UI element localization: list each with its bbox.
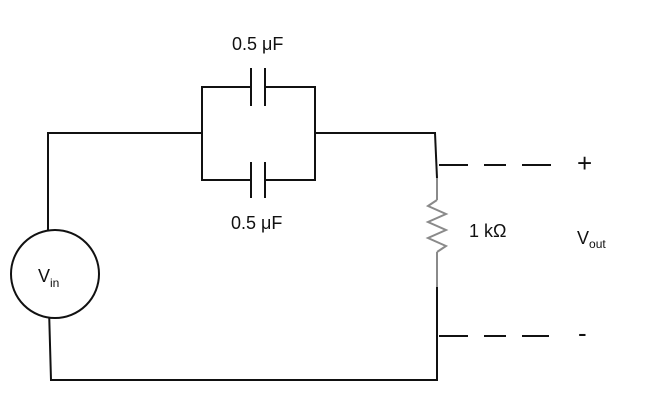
voltage-source-label: Vin bbox=[38, 266, 59, 290]
output-voltage-label: Vout bbox=[577, 228, 606, 251]
output-voltage-symbol: V bbox=[577, 228, 589, 248]
capacitor-bottom-label: 0.5 μF bbox=[231, 213, 282, 233]
output-negative-label: - bbox=[578, 318, 587, 348]
output-positive-label: + bbox=[577, 148, 592, 178]
capacitor-bottom bbox=[201, 162, 316, 198]
wire-left-lower bbox=[47, 307, 53, 382]
wire-right-upper bbox=[433, 131, 439, 180]
voltage-source-subscript: in bbox=[50, 276, 59, 290]
resistor-zigzag bbox=[425, 199, 449, 253]
voltage-source-circle bbox=[10, 229, 100, 319]
capacitor-top bbox=[201, 68, 316, 106]
voltage-source-symbol: V bbox=[38, 266, 50, 286]
capacitor-top-label: 0.5 μF bbox=[232, 34, 283, 54]
output-voltage-subscript: out bbox=[589, 237, 606, 251]
resistor-label: 1 kΩ bbox=[469, 221, 506, 241]
